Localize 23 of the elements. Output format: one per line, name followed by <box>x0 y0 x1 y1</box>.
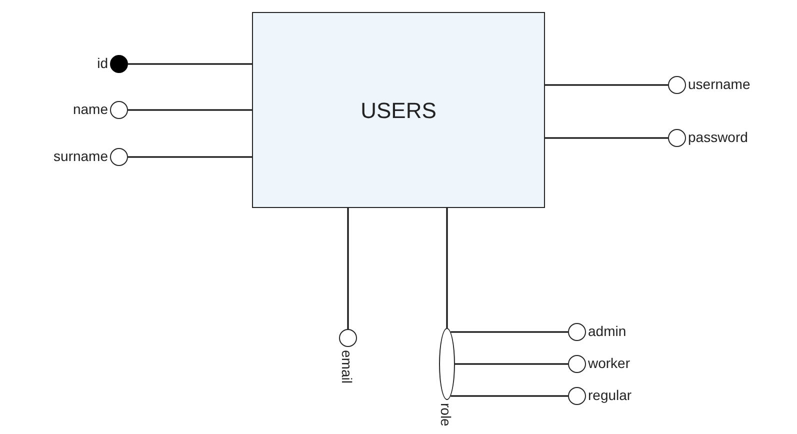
connector-line <box>455 363 568 365</box>
connector-line <box>450 331 568 333</box>
connector-line <box>545 84 668 86</box>
entity-name: USERS <box>360 96 436 124</box>
connector-line <box>128 63 252 65</box>
connector-line <box>450 395 568 397</box>
connector-line <box>128 109 252 111</box>
entity-box <box>252 12 545 208</box>
connector-line <box>545 137 668 139</box>
attribute-label: role <box>439 403 453 426</box>
attribute-label: username <box>688 77 750 91</box>
attribute-label: name <box>72 102 108 116</box>
connector-line <box>128 156 252 158</box>
attribute-label: worker <box>588 356 630 370</box>
multivalued-attribute-ellipse <box>439 328 455 400</box>
attribute-label: password <box>688 130 748 144</box>
connector-line <box>446 208 448 328</box>
connector-line <box>347 208 349 329</box>
attribute-label: regular <box>588 388 632 402</box>
attribute-label: admin <box>588 324 626 338</box>
attribute-label: email <box>340 350 354 384</box>
attribute-label: id <box>97 56 108 70</box>
attribute-label: surname <box>54 149 108 163</box>
